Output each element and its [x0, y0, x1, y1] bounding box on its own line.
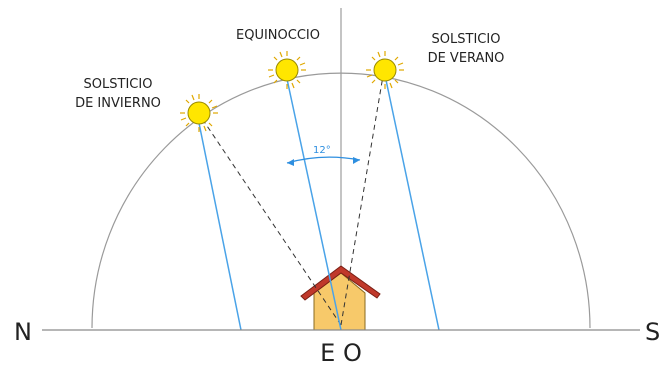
house-roof — [300, 265, 381, 301]
sun-icon — [180, 94, 218, 132]
label-equinox: EQUINOCCIO — [236, 28, 320, 43]
label-winter-line1: SOLSTICIO — [84, 77, 153, 92]
angle-arrow-right-icon — [353, 157, 360, 164]
sky-arc — [91, 72, 591, 329]
dashed-line-winter — [198, 113, 342, 326]
dashed-line-summer — [340, 69, 385, 326]
compass-south: S — [645, 318, 660, 346]
sun-icon — [268, 51, 306, 89]
sun-ray-equinox — [286, 78, 342, 331]
label-summer-line2: DE VERANO — [428, 51, 505, 66]
angle-arrow-left-icon — [287, 159, 294, 166]
angle-arc — [286, 156, 361, 164]
label-summer-line1: SOLSTICIO — [432, 32, 501, 47]
label-winter-line2: DE INVIERNO — [75, 96, 161, 111]
sun-ray-winter — [198, 122, 242, 331]
angle-label: 12° — [313, 145, 331, 156]
angle-indicator: 12° — [286, 145, 361, 166]
compass-north: N — [14, 318, 32, 346]
compass-east-west: E O — [320, 339, 362, 366]
house — [300, 265, 381, 331]
sun-ray-summer — [385, 79, 440, 331]
sun-icon — [366, 51, 404, 89]
